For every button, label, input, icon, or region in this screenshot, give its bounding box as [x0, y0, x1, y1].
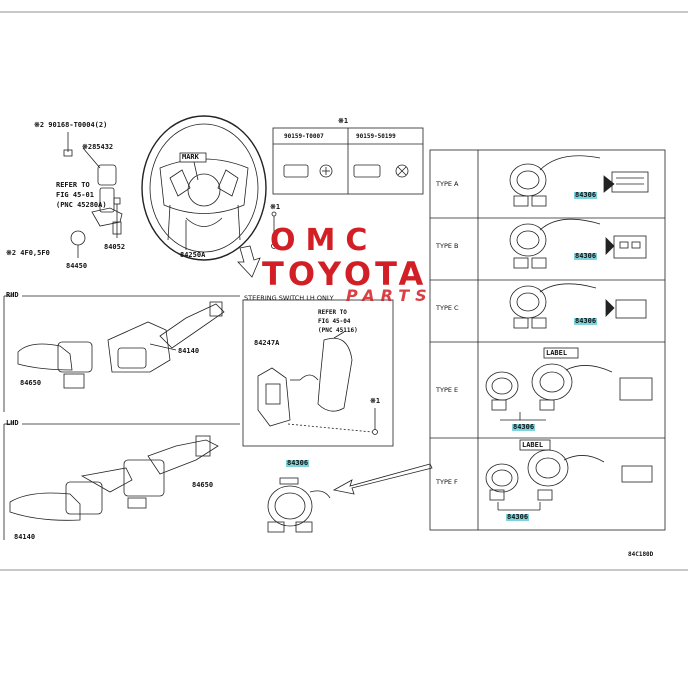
type-b-part-label: 84306 [574, 252, 598, 260]
mark-label: MARK [182, 153, 199, 161]
refer-45-04-line1: REFER TO [318, 309, 347, 316]
bolt-a-label: 90159-T0007 [284, 133, 324, 140]
rhd-label: RHD [6, 291, 19, 299]
diagram-code: 84C180D [628, 551, 654, 558]
note-1-mid-label: ※1 [270, 203, 281, 211]
type-c-part-label: 84306 [574, 317, 598, 325]
steering-switch-title: STEERING SWITCH LH ONLY [244, 294, 334, 302]
refer-45-04-line3: (PNC 45116) [318, 327, 358, 334]
type-a-part-label: 84306 [574, 191, 598, 199]
part-84650-lhd-label: 84650 [192, 481, 214, 489]
watermark-line1: OMC [270, 223, 378, 258]
part-84450-label: 84450 [66, 262, 88, 270]
note-2-4f0-label: ※2 4F0,5F0 [6, 249, 50, 257]
part-84306-main-label: 84306 [286, 459, 310, 467]
part-84140-lhd-label: 84140 [14, 533, 36, 541]
type-e-tag: LABEL [546, 349, 568, 357]
part-84140-rhd-label: 84140 [178, 347, 200, 355]
refer-45-01-line1: REFER TO [56, 181, 90, 189]
note-1-top-label: ※1 [338, 117, 349, 125]
refer-45-01-line2: FIG 45-01 [56, 191, 94, 199]
type-e-label: TYPE E [436, 386, 459, 394]
type-c-label: TYPE C [436, 304, 459, 312]
part-285432-label: ※285432 [82, 143, 114, 151]
lhd-label: LHD [6, 419, 19, 427]
type-f-part-label: 84306 [506, 513, 530, 521]
note-1-inset-label: ※1 [370, 397, 381, 405]
type-a-label: TYPE A [436, 180, 459, 188]
refer-45-01-line3: (PNC 45280A) [56, 201, 107, 209]
type-f-label: TYPE F [436, 478, 458, 486]
watermark-line3: PARTS [346, 286, 433, 305]
type-f-tag: LABEL [522, 441, 544, 449]
refer-45-04-line2: FIG 45-04 [318, 318, 351, 325]
bolt-b-label: 90159-50199 [356, 133, 396, 140]
watermark-line2: TOYOTA [262, 255, 428, 293]
type-b-label: TYPE B [436, 242, 459, 250]
part-84250a-label: 84250A [180, 251, 206, 259]
part-84650-rhd-label: 84650 [20, 379, 42, 387]
type-e-part-label: 84306 [512, 423, 536, 431]
part-84247a-label: 84247A [254, 339, 280, 347]
part-84052-label: 84052 [104, 243, 126, 251]
note-2-bolt-label: ※2 90168-T0004(2) [34, 121, 108, 129]
